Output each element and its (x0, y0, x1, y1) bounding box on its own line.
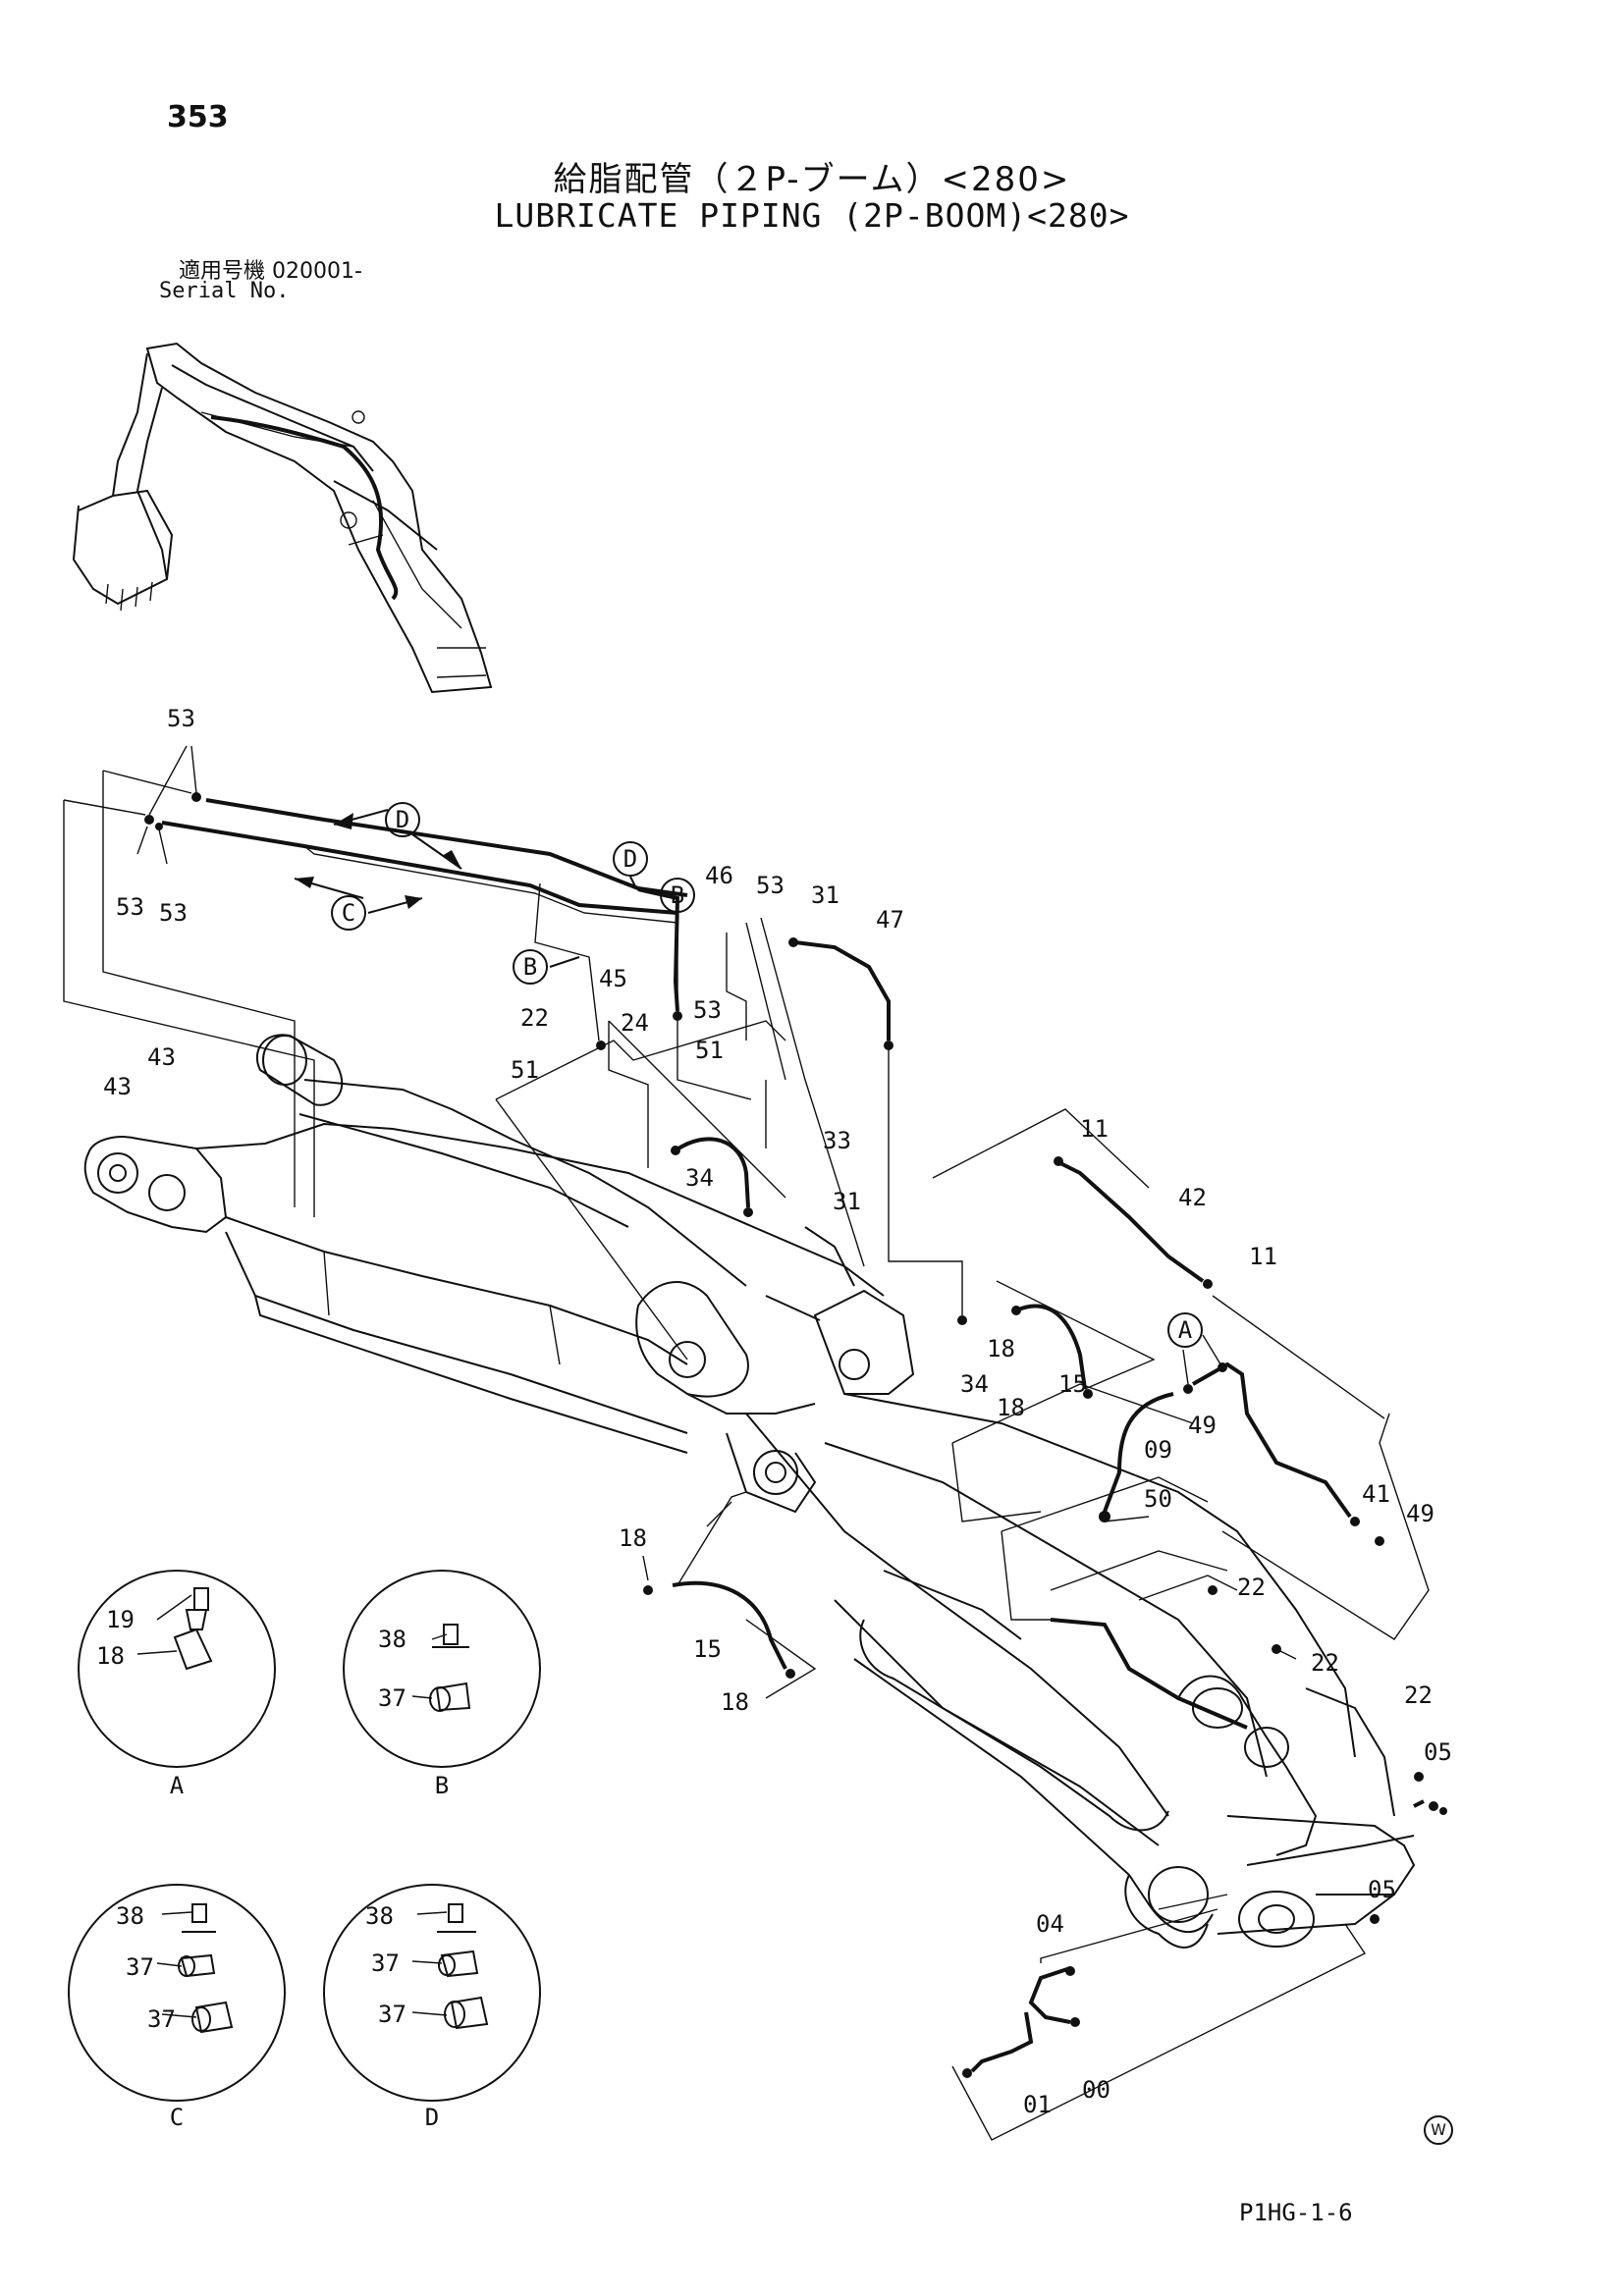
part-label-22: 22 (1404, 1682, 1433, 1709)
part-label-41: 43 (103, 1073, 132, 1100)
part-label-01: 01 (1023, 2091, 1052, 2118)
document-code: P1HG-1-6 (1239, 2199, 1353, 2226)
detail-circle-b (343, 1570, 541, 1768)
hose-37-assembly (608, 1021, 767, 1217)
part-label-45: 45 (599, 965, 627, 992)
part-label-31: 31 (811, 881, 839, 909)
detail-circle-c (68, 1884, 286, 2102)
hose-18-lower (642, 1491, 817, 1699)
detail-caption-b: B (435, 1772, 449, 1799)
pipe-group-right (677, 917, 967, 1325)
part-label-05: 05 (1368, 1876, 1396, 1903)
part-label-00: 00 (1082, 2076, 1110, 2104)
callout-d-right: D (623, 845, 637, 873)
part-label-33: 37 (378, 2001, 406, 2028)
detail-caption-a: A (170, 1772, 185, 1799)
part-label-53: 53 (693, 996, 722, 1024)
part-label-54: 51 (695, 1037, 724, 1064)
part-label-18: 15 (693, 1635, 722, 1663)
part-label-53: 53 (116, 893, 144, 921)
serial-label-english: Serial No. (159, 279, 290, 303)
part-label-05: 05 (1424, 1738, 1452, 1766)
part-label-22: 22 (1311, 1649, 1339, 1677)
part-label-15: 19 (106, 1606, 135, 1633)
part-label-31: 31 (833, 1188, 861, 1215)
part-label-33: 37 (371, 1949, 400, 1977)
serial-label-japanese: 適用号機 020001- (179, 259, 362, 284)
callout-c: C (342, 899, 355, 927)
part-label-18: 15 (1058, 1370, 1087, 1398)
part-label-50: 49 (1406, 1500, 1435, 1527)
part-label-53: 53 (756, 872, 785, 899)
part-label-19: 18 (619, 1524, 647, 1552)
part-number-labels: 53 53 53 46 53 31 47 45 22 24 53 51 51 4… (96, 705, 1452, 2118)
detail-circle-d (323, 1884, 541, 2102)
part-label-33: 37 (126, 1953, 154, 1981)
part-label-38: 34 (960, 1370, 989, 1398)
callout-letters: D C D B B A (331, 802, 1203, 1348)
part-label-19: 18 (987, 1335, 1015, 1362)
w-mark: W (1424, 2115, 1453, 2145)
callout-b-right: B (671, 881, 684, 909)
pipe-42-assembly (932, 1108, 1385, 1419)
part-label-49: 49 (1188, 1412, 1217, 1439)
pipe-09-assembly (951, 1349, 1194, 1522)
part-label-53: 53 (167, 705, 195, 732)
part-label-42: 42 (1178, 1184, 1207, 1211)
callout-d-upper: D (396, 806, 409, 833)
detail-caption-c: C (170, 2104, 184, 2131)
part-label-41: 43 (147, 1043, 176, 1071)
part-label-54: 51 (511, 1056, 539, 1084)
part-label-33: 37 (147, 2005, 176, 2033)
part-label-19: 18 (997, 1394, 1025, 1421)
callout-b-left: B (523, 953, 537, 981)
callout-arrows (294, 809, 678, 968)
part-label-34: 38 (116, 1902, 144, 1930)
overview-machine-sketch (72, 342, 493, 694)
part-label-11: 11 (1249, 1243, 1277, 1270)
part-label-34: 38 (378, 1626, 406, 1653)
detail-circle-a (78, 1570, 276, 1768)
part-label-25: 24 (621, 1009, 649, 1037)
part-label-51: 50 (1144, 1485, 1172, 1513)
part-label-24: 22 (520, 1004, 549, 1032)
part-label-09: 09 (1144, 1436, 1172, 1464)
part-label-46: 46 (705, 862, 733, 889)
part-label-04: 04 (1036, 1910, 1064, 1938)
part-label-47: 47 (876, 906, 904, 934)
bracket-outline-center (495, 1020, 786, 1527)
pipe-22-assembly (1001, 1476, 1297, 1730)
hose-18-upper (996, 1280, 1156, 1399)
page-title-english: LUBRICATE PIPING (2P-BOOM)<280> (494, 196, 1130, 235)
pipe-00-01-assembly (951, 1772, 1447, 2141)
part-label-43: 41 (1362, 1480, 1390, 1508)
part-label-37: 33 (823, 1127, 851, 1154)
part-label-14: 18 (96, 1642, 125, 1670)
part-label-53: 53 (159, 899, 188, 927)
part-label-22: 22 (1237, 1574, 1266, 1601)
part-label-33: 37 (378, 1684, 406, 1712)
page-title-japanese: 給脂配管（２P-ブーム）<280> (553, 160, 1071, 199)
page-number: 353 (167, 100, 229, 134)
part-label-34: 38 (365, 1902, 394, 1930)
part-label-19: 18 (721, 1688, 749, 1716)
pipe-43-assembly (1192, 1334, 1430, 1640)
detail-caption-d: D (425, 2104, 439, 2131)
main-boom-body (83, 1034, 1416, 1949)
callout-a: A (1178, 1316, 1193, 1344)
pipe-group-outline-left (63, 770, 315, 1217)
part-label-38: 34 (685, 1164, 714, 1192)
part-label-11: 11 (1080, 1115, 1109, 1143)
